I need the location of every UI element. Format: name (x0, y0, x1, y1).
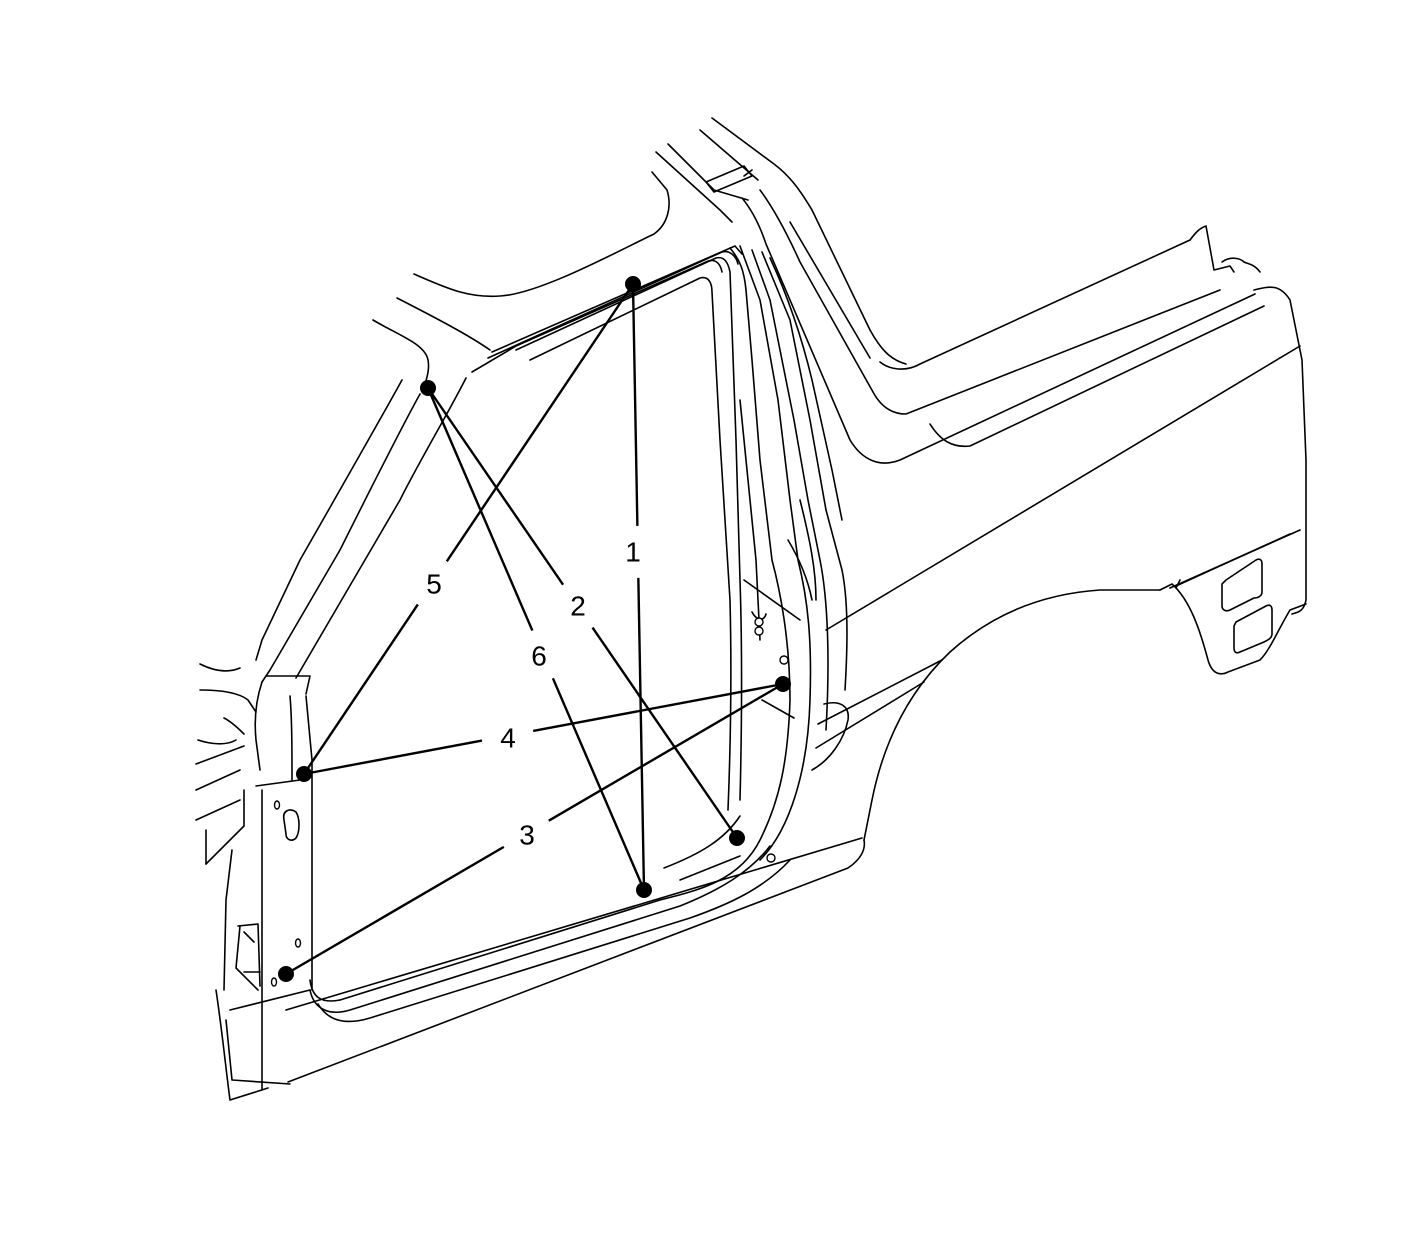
measurement-label-4: 4 (500, 723, 516, 754)
reference-point-lock-pillar-upper (775, 676, 791, 692)
measurement-line-2 (591, 626, 738, 839)
measurement-line-4 (532, 682, 784, 733)
measurement-line-3 (548, 682, 784, 822)
measurement-line-2 (427, 387, 565, 586)
measurement-line-1 (631, 283, 639, 526)
reference-point-hinge-pillar-lower (278, 966, 294, 982)
measurement-line-4 (303, 739, 483, 776)
reference-point-windshield-pillar-top (420, 380, 436, 396)
measurement-line-5 (445, 283, 634, 562)
measurement-label-2: 2 (570, 591, 586, 622)
vehicle-body-outline (195, 117, 1307, 1101)
reference-points (278, 276, 791, 982)
reference-point-rocker-center (636, 882, 652, 898)
measurement-labels: 1 2 3 4 5 6 (426, 537, 641, 851)
measurement-line-6 (551, 677, 646, 891)
measurement-label-1: 1 (625, 537, 641, 568)
reference-point-hinge-pillar-upper (296, 766, 312, 782)
measurement-line-1 (637, 577, 646, 891)
measurement-lines (285, 283, 784, 976)
reference-point-roof-rail-center (625, 276, 641, 292)
measurement-label-5: 5 (426, 569, 442, 600)
measurement-line-6 (426, 387, 534, 632)
measurement-line-5 (303, 603, 419, 775)
measurement-label-6: 6 (531, 641, 547, 672)
reference-point-lock-pillar-lower (729, 830, 745, 846)
measurement-line-3 (285, 845, 505, 976)
measurement-label-3: 3 (519, 820, 535, 851)
